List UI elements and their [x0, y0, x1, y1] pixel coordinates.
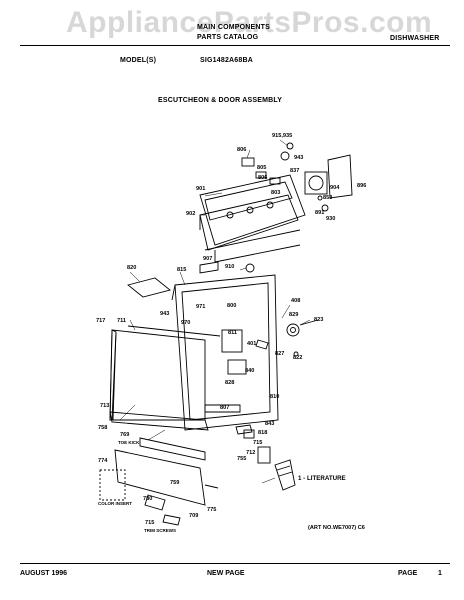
art-number: (ART NO.WE7007) C6	[308, 525, 365, 531]
part-829	[286, 323, 300, 337]
shield-896	[327, 154, 353, 199]
part-label: 712	[246, 450, 256, 456]
part-label: 780	[143, 496, 153, 502]
part-label: 715	[145, 520, 155, 526]
part-label: 901	[196, 186, 206, 192]
control-panel-902	[199, 194, 299, 251]
part-label: 709	[189, 513, 199, 519]
part-910	[245, 263, 255, 273]
watermark: AppliancePartsPros.com	[66, 6, 433, 39]
part-label: 715	[253, 440, 263, 446]
part-label: 904	[330, 185, 340, 191]
literature-icon	[274, 459, 296, 491]
model-label: MODEL(S)	[120, 57, 157, 64]
part-label: 828	[225, 380, 235, 386]
part-label: 930	[326, 216, 336, 222]
footer-rule	[20, 563, 450, 564]
part-label: 837	[290, 168, 300, 174]
part-label: 970	[181, 320, 191, 326]
toe-kick-label: TOE KICK	[118, 440, 140, 445]
part-label: 822	[293, 355, 303, 361]
part-label: 915,935	[272, 133, 293, 139]
part-label: 803	[271, 190, 281, 196]
part-label: 971	[196, 304, 206, 310]
part-label: 818	[258, 430, 268, 436]
part-label: 806	[237, 147, 247, 153]
catalog-title-line2: PARTS CATALOG	[197, 34, 259, 41]
footer-status: NEW PAGE	[207, 570, 245, 577]
part-label: 769	[120, 432, 130, 438]
part-label: 759	[170, 480, 180, 486]
part-label: 408	[291, 298, 301, 304]
part-943	[280, 151, 290, 161]
part-label: 815	[177, 267, 187, 273]
part-label: 755	[237, 456, 247, 462]
part-label: 713	[100, 403, 110, 409]
color-insert-label: COLOR INSERT	[98, 501, 133, 506]
color-insert	[99, 469, 126, 501]
timer-904	[304, 171, 328, 195]
part-label: 840	[245, 368, 255, 374]
part-label: 775	[207, 507, 217, 513]
part-label: 806	[258, 175, 268, 181]
toe-kick-panel	[114, 449, 206, 506]
part-label: 943	[160, 311, 170, 317]
inner-door-815	[174, 274, 279, 431]
part-label: 910	[225, 264, 235, 270]
escutcheon-panel	[199, 174, 306, 246]
strip-820	[127, 277, 171, 298]
part-label: 810	[270, 394, 280, 400]
part-label: 811	[228, 330, 238, 336]
part-label: 827	[275, 351, 285, 357]
part-label: 717	[96, 318, 106, 324]
part-label: 758	[98, 425, 108, 431]
part-label: 829	[289, 312, 299, 318]
part-label: 907	[203, 256, 213, 262]
part-label: 401	[247, 341, 257, 347]
part-label: 902	[186, 211, 196, 217]
part-label: 774	[98, 458, 108, 464]
part-label: 800	[227, 303, 237, 309]
part-label: 805	[257, 165, 267, 171]
footer-date: AUGUST 1996	[20, 570, 68, 577]
part-label: 823	[314, 317, 324, 323]
section-title: ESCUTCHEON & DOOR ASSEMBLY	[158, 97, 283, 104]
footer-page-number: 1	[438, 570, 442, 577]
part-label: 853	[323, 195, 333, 201]
part-label: 891	[315, 210, 325, 216]
footer-page-label: PAGE	[398, 570, 418, 577]
part-label: 943	[294, 155, 304, 161]
appliance-type: DISHWASHER	[390, 35, 440, 42]
part-label: 711	[117, 318, 127, 324]
bracket-907	[199, 261, 219, 274]
part-label: 820	[127, 265, 137, 271]
part-label: 807	[220, 405, 230, 411]
model-value: SIG1482A68BA	[200, 57, 253, 64]
part-label: 896	[357, 183, 367, 189]
literature-label: 1 - LITERATURE	[298, 475, 346, 482]
part-label: 843	[265, 421, 275, 427]
catalog-title-line1: MAIN COMPONENTS	[197, 24, 270, 31]
header-rule	[20, 45, 450, 46]
outer-door-panel-717	[109, 329, 206, 421]
trim-screws-label: TRIM SCREWS	[144, 528, 176, 533]
part-806	[241, 157, 255, 167]
